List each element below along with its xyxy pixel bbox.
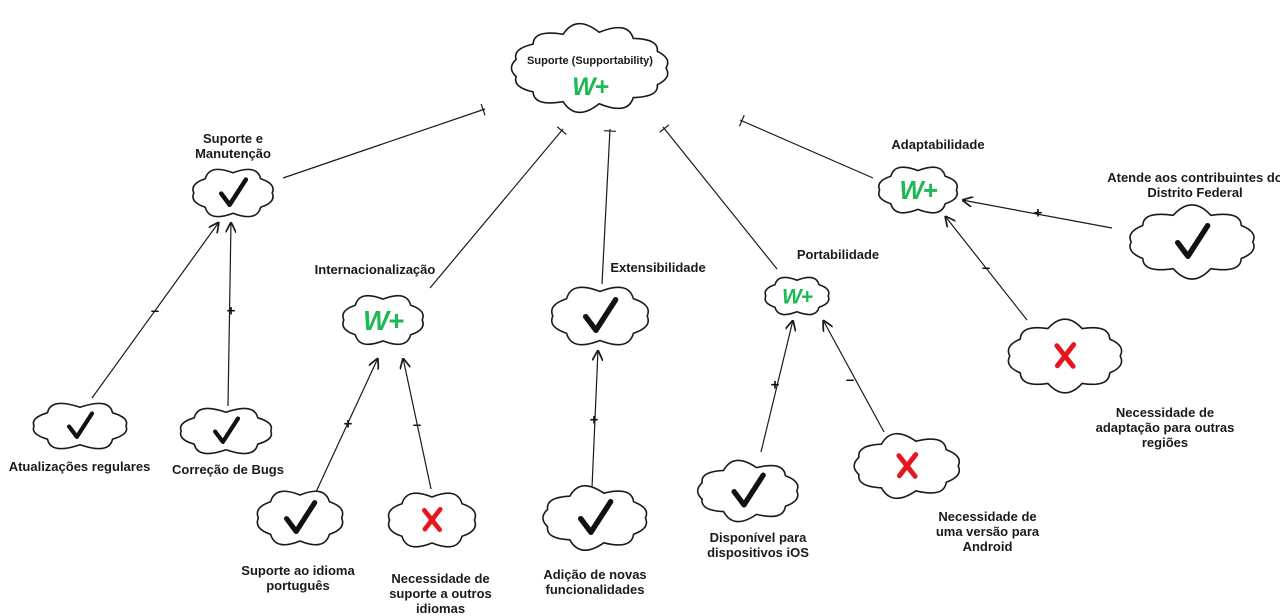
cross-mark-icon — [1054, 342, 1077, 369]
weak-positive-icon: W+ — [363, 305, 404, 336]
contribution-link — [760, 320, 793, 453]
check-mark-icon — [284, 500, 318, 534]
contribution-link — [591, 350, 598, 489]
check-mark-icon — [578, 498, 614, 535]
goal-label-idioma-portugues: Suporte ao idioma português — [241, 563, 355, 593]
decomposition-link — [429, 126, 567, 289]
contribution-link — [315, 358, 378, 493]
goal-cloud-outros-idiomas — [387, 492, 477, 548]
contribution-sign: – — [150, 302, 160, 320]
contribution-link — [823, 320, 885, 433]
contribution-link — [228, 222, 231, 407]
goal-cloud-adaptabilidade: W+ — [878, 166, 958, 214]
decomposition-link — [282, 103, 486, 179]
check-mark-icon — [219, 177, 249, 207]
goal-cloud-distrito-federal — [1129, 204, 1255, 280]
goal-cloud-atualizacoes — [32, 402, 128, 450]
check-mark-icon — [1175, 222, 1211, 259]
and-tick — [738, 115, 745, 127]
contribution-sign: + — [226, 302, 236, 320]
check-mark-icon — [213, 416, 241, 444]
check-mark-icon — [67, 411, 95, 439]
goal-cloud-outras-regioes — [1007, 318, 1123, 394]
goal-label-atualizacoes: Atualizações regulares — [8, 459, 151, 474]
contribution-link — [91, 222, 219, 399]
decomposition-link — [659, 124, 778, 270]
goal-label-distrito-federal: Atende aos contribuintes do Distrito Fed… — [1107, 170, 1280, 200]
contribution-sign: – — [412, 416, 422, 434]
contribution-sign: – — [845, 371, 855, 389]
decomposition-link — [601, 128, 616, 285]
goal-cloud-suporte-manutencao — [192, 168, 274, 218]
goal-label-android: Necessidade de uma versão para Android — [935, 509, 1040, 554]
contribution-sign: + — [589, 411, 599, 429]
contribution-sign: – — [981, 259, 991, 277]
contribution-sign: + — [1033, 204, 1043, 222]
and-tick — [659, 124, 670, 133]
contribution-link — [945, 216, 1028, 321]
goal-label-suporte-manutencao: Suporte e Manutenção — [195, 131, 271, 161]
goal-label-root: Suporte (Supportability) — [527, 55, 653, 67]
contribution-sign: + — [770, 376, 780, 394]
goal-cloud-root: W+ — [510, 22, 669, 114]
goal-label-outras-regioes: Necessidade de adaptação para outras reg… — [1095, 405, 1235, 450]
contribution-link — [403, 358, 432, 490]
goal-label-outros-idiomas: Necessidade de suporte a outros idiomas — [389, 571, 492, 616]
weak-positive-icon: W+ — [899, 177, 937, 205]
goal-cloud-extensibilidade — [550, 286, 650, 346]
goal-cloud-android — [853, 432, 961, 500]
goal-label-portabilidade: Portabilidade — [796, 247, 880, 262]
goal-label-internacionalizacao: Internacionalização — [314, 262, 436, 277]
weak-positive-icon: W+ — [782, 285, 813, 308]
goal-label-novas-funcionalidades: Adição de novas funcionalidades — [543, 567, 647, 597]
cross-mark-icon — [896, 452, 919, 479]
contribution-link — [962, 200, 1113, 229]
decomposition-link — [738, 115, 874, 179]
weak-positive-icon: W+ — [572, 74, 608, 101]
cross-mark-icon — [422, 506, 443, 533]
goal-label-adaptabilidade: Adaptabilidade — [891, 137, 985, 152]
and-tick — [603, 130, 616, 132]
goal-cloud-idioma-portugues — [256, 490, 344, 546]
goal-cloud-ios — [696, 459, 799, 523]
check-mark-icon — [731, 472, 766, 508]
goal-cloud-portabilidade: W+ — [764, 276, 830, 316]
and-tick — [480, 103, 486, 116]
goal-label-ios: Disponível para dispositivos iOS — [707, 530, 809, 560]
and-tick — [556, 126, 567, 135]
goal-cloud-internacionalizacao: W+ — [342, 294, 424, 346]
check-mark-icon — [583, 296, 619, 333]
goal-cloud-correcao-bugs — [179, 407, 273, 455]
goal-label-extensibilidade: Extensibilidade — [610, 260, 706, 275]
goal-cloud-novas-funcionalidades — [542, 485, 648, 551]
goal-label-correcao-bugs: Correção de Bugs — [172, 462, 284, 477]
contribution-sign: + — [343, 415, 353, 433]
